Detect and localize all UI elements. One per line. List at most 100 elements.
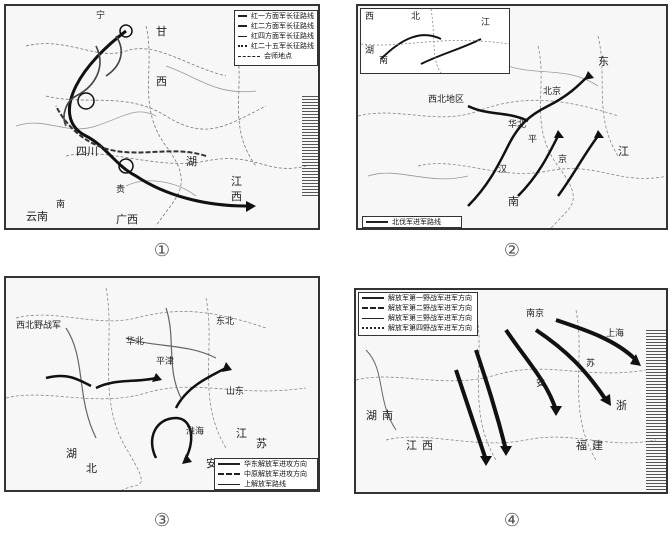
map-2-inset: 西 北 湖 南 江: [360, 8, 510, 74]
map-2-caption: ②: [503, 240, 521, 261]
legend-label: 解放军第三野战军进军方向: [388, 314, 472, 322]
map-1-label: 南: [56, 200, 66, 210]
map-2-label: 东: [598, 55, 609, 68]
route-red-army-2: [55, 105, 207, 157]
map-1-label: 甘: [156, 25, 167, 38]
map-4-drawing: [356, 309, 657, 466]
legend-label: 红四方面军长征路线: [251, 32, 314, 40]
map-3-label: 西北野战军: [16, 321, 62, 331]
legend-label: 中原解放军进攻方向: [244, 470, 307, 478]
route-red-army-1: [67, 29, 247, 208]
map-4-label: 上海: [606, 329, 625, 339]
map-3-drawing: [6, 287, 307, 490]
legend-swatch: [362, 297, 384, 299]
map-2-label: 北京: [543, 87, 562, 97]
legend-swatch: [218, 463, 240, 465]
legend-row: 上解放军路线: [215, 479, 317, 489]
map-4-legend: 解放军第一野战军进军方向 解放军第二野战军进军方向 解放军第三野战军进军方向 解…: [358, 292, 478, 336]
map-4-label: 南: [382, 409, 393, 422]
route-pla-advance: [504, 328, 558, 411]
legend-label: 解放军第一野战军进军方向: [388, 294, 472, 302]
map-2-label: 西北地区: [428, 95, 465, 105]
map-4-label: 湖: [366, 409, 377, 422]
map-4-caption: ④: [503, 510, 521, 531]
map-3-label: 安: [206, 457, 217, 470]
map-4-label: 浙: [616, 399, 627, 412]
map-1-label: 西: [156, 75, 167, 88]
legend-row: 解放军第四野战军进军方向: [359, 323, 477, 333]
legend-label: 北伐军进军路线: [392, 218, 441, 226]
legend-row: 红四方面军长征路线: [235, 31, 317, 41]
legend-row: 红二十五军长征路线: [235, 41, 317, 51]
map-3-label: 北: [86, 462, 97, 475]
map-3-label: 华北: [126, 337, 145, 347]
map-panel-1: 宁 西 甘 四川 湖 江 西 云南 广西 贵 南 红一方面军长征路线 红二方面军…: [4, 4, 320, 230]
inset-label: 北: [411, 12, 421, 22]
map-1-label: 云南: [26, 210, 48, 223]
map-1-label: 广西: [116, 213, 138, 226]
inset-label: 南: [379, 56, 389, 66]
legend-label: 华东解放军进攻方向: [244, 460, 307, 468]
legend-row: 会师地点: [235, 51, 317, 61]
legend-swatch: [362, 327, 384, 329]
map-1-drawing: [15, 24, 307, 227]
map-1-label: 宁: [96, 11, 106, 21]
map-2-label: 江: [618, 145, 629, 158]
legend-row: 中原解放军进攻方向: [215, 469, 317, 479]
legend-label: 解放军第四野战军进军方向: [388, 324, 472, 332]
map-1-label: 贵: [116, 185, 126, 195]
legend-swatch: [218, 483, 240, 485]
map-3-label: 山东: [226, 387, 245, 397]
legend-row: 北伐军进军路线: [363, 217, 461, 227]
legend-swatch: [362, 307, 384, 309]
legend-swatch: [362, 317, 384, 319]
legend-row: 红一方面军长征路线: [235, 11, 317, 21]
legend-swatch: [238, 25, 247, 27]
map-2-label: 平: [528, 135, 538, 145]
map-4-label: 福: [576, 439, 587, 452]
map-4-sea-hatch: [646, 330, 666, 490]
route-northern-expedition: [467, 75, 589, 207]
map-2-legend: 北伐军进军路线: [362, 216, 462, 228]
map-2-drawing: [358, 35, 666, 228]
legend-label: 解放军第二野战军进军方向: [388, 304, 472, 312]
inset-label: 西: [365, 12, 375, 22]
map-1-legend: 红一方面军长征路线 红二方面军长征路线 红四方面军长征路线 红二十五军长征路线 …: [234, 10, 318, 66]
map-3-label: 淮海: [186, 427, 205, 437]
map-4-label: 江: [406, 439, 417, 452]
legend-row: 解放军第三野战军进军方向: [359, 313, 477, 323]
map-2-inset-drawing: [361, 9, 509, 73]
map-4-label: 苏: [586, 359, 596, 369]
map-panel-3: 西北野战军 华北 东北 淮海 平津 山东 江 苏 安 湖 北 华东解放军进攻方向…: [4, 276, 320, 492]
legend-row: 红二方面军长征路线: [235, 21, 317, 31]
map-2-label: 京: [558, 155, 568, 165]
legend-label: 红二十五军长征路线: [251, 42, 314, 50]
route-campaign: [150, 416, 193, 459]
map-1-label: 江: [231, 175, 242, 188]
legend-row: 华东解放军进攻方向: [215, 459, 317, 469]
legend-label: 红二方面军长征路线: [251, 22, 314, 30]
legend-swatch: [238, 55, 260, 57]
inset-label: 江: [481, 18, 491, 28]
map-1-caption: ①: [153, 240, 171, 261]
map-4-label: 西: [422, 439, 433, 452]
map-1-label: 湖: [186, 155, 197, 168]
legend-swatch: [366, 221, 388, 223]
map-panel-4: 南京 上海 江 西 福 建 湖 南 浙 苏 安 解放军第一野战军进军方向 解放军…: [354, 288, 668, 494]
map-3-label: 湖: [66, 447, 77, 460]
legend-label: 红一方面军长征路线: [251, 12, 314, 20]
map-4-label: 安: [536, 379, 546, 389]
map-3-label: 江: [236, 427, 247, 440]
map-1-sea-hatch: [302, 96, 318, 196]
legend-swatch: [238, 35, 247, 37]
legend-label: 上解放军路线: [244, 480, 286, 488]
map-1-label: 四川: [76, 145, 98, 158]
legend-label: 会师地点: [264, 52, 292, 60]
map-1-label: 西: [231, 190, 242, 203]
map-4-label: 建: [592, 439, 603, 452]
map-4-label: 南京: [526, 309, 545, 319]
map-3-label: 苏: [256, 437, 267, 450]
legend-row: 解放军第二野战军进军方向: [359, 303, 477, 313]
legend-swatch: [238, 45, 247, 47]
map-panel-2: 西 北 湖 南 江 北京 西北地区 华北 江 东 南 京 平 汉 北伐军进军路线: [356, 4, 668, 230]
